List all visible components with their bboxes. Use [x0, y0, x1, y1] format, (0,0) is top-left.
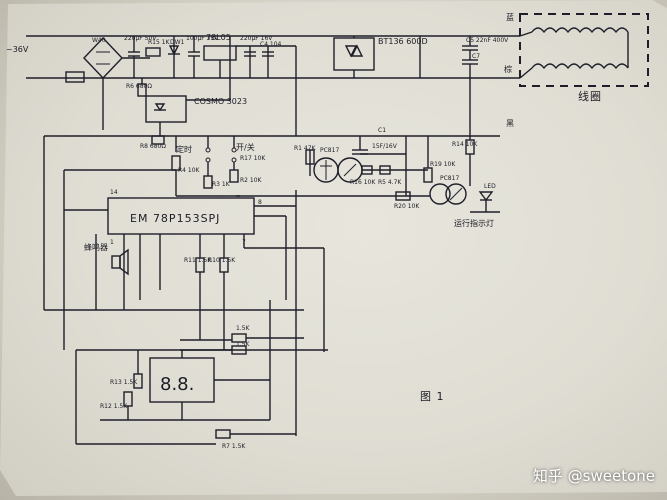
triac-section [137, 36, 375, 145]
r3-label: R3 1K [212, 181, 231, 188]
dw1-label: DW1 [170, 39, 185, 46]
resistor-a-label: 1.5K [236, 325, 251, 332]
r13-label: R13 1.5K [110, 379, 138, 386]
optotriac-3023 [145, 95, 187, 123]
r12-label: R12 1.5K [100, 403, 128, 410]
c5-label: C5 22nF 400V [466, 37, 509, 44]
pc817-2-label: PC817 [440, 175, 459, 182]
r20-label: R20 10K [394, 203, 420, 210]
display-section [75, 300, 328, 445]
triac-label: BT136 600D [378, 37, 428, 46]
c4a-label: 220μF 16V [240, 35, 273, 42]
on-off-label: 开/关 [236, 142, 255, 152]
c3-label: 100μF 35V [186, 35, 219, 42]
regulator-label: 78L05 [206, 33, 231, 42]
coil-enclosure [519, 13, 649, 87]
pc817-2 [429, 183, 451, 205]
pin14-label: 14 [110, 189, 118, 196]
r11-label: R11 1.5K [184, 257, 212, 264]
switch-section [171, 136, 240, 197]
pin1-label: 1 [110, 239, 114, 246]
feedback-section [43, 78, 500, 310]
r1-label: R1 47K [294, 145, 317, 152]
c2-label: 220μF 50V [124, 35, 157, 42]
r15-label: R15 1K [148, 39, 171, 46]
watermark: 知乎 @sweetone [532, 467, 655, 485]
r17-label: R17 10K [240, 155, 266, 162]
buzzer-label: 蜂鸣器 [84, 242, 108, 252]
figure-label: 图 1 [420, 390, 445, 403]
optotriac-label: COSMO 3023 [194, 97, 247, 106]
coil-upper [531, 27, 629, 34]
r4-label: R4 10K [178, 167, 201, 174]
r8-label: R8 680Ω [140, 143, 166, 150]
r14-label: R14 10K [452, 141, 478, 148]
bridge-label: W40 [92, 37, 106, 44]
r19-label: R19 10K [430, 161, 456, 168]
coil-label: 线圈 [578, 89, 602, 103]
wire-black-label: 黑 [506, 119, 514, 128]
power-input [26, 35, 520, 136]
c7-label: C7 [472, 53, 480, 60]
pin8-label: 8 [258, 199, 262, 206]
pc817-1-label: PC817 [320, 147, 339, 154]
c1-label: C1 [378, 127, 386, 134]
mcu-section [44, 169, 325, 436]
wire-blue-label: 蓝 [506, 12, 514, 22]
supply-voltage-label: ~36V [6, 45, 29, 54]
pin7-label: 7 [242, 239, 246, 246]
run-lamp-label: 运行指示灯 [454, 218, 494, 228]
coil-lower [531, 63, 629, 70]
r10-label: R10 1.5K [208, 257, 236, 264]
resistor-b-label: 1.5K [236, 341, 251, 348]
timer-switch-label: 定时 [176, 144, 192, 154]
r16-label: R16 10K [350, 179, 376, 186]
r6-label: R6 680Ω [126, 83, 152, 90]
led-label: LED [484, 183, 496, 190]
r2-label: R2 10K [240, 177, 263, 184]
display-digits: 8.8. [160, 374, 194, 395]
c4b-label: C4 104 [260, 41, 282, 48]
r5-label: R5 4.7K [378, 179, 402, 186]
c1-value-label: 15F/16V [372, 143, 398, 150]
fuse [65, 71, 85, 83]
wire-brown-label: 棕 [504, 64, 512, 74]
mcu-label: EM 78P153SPJ [130, 212, 220, 225]
r7-label: R7 1.5K [222, 443, 246, 450]
